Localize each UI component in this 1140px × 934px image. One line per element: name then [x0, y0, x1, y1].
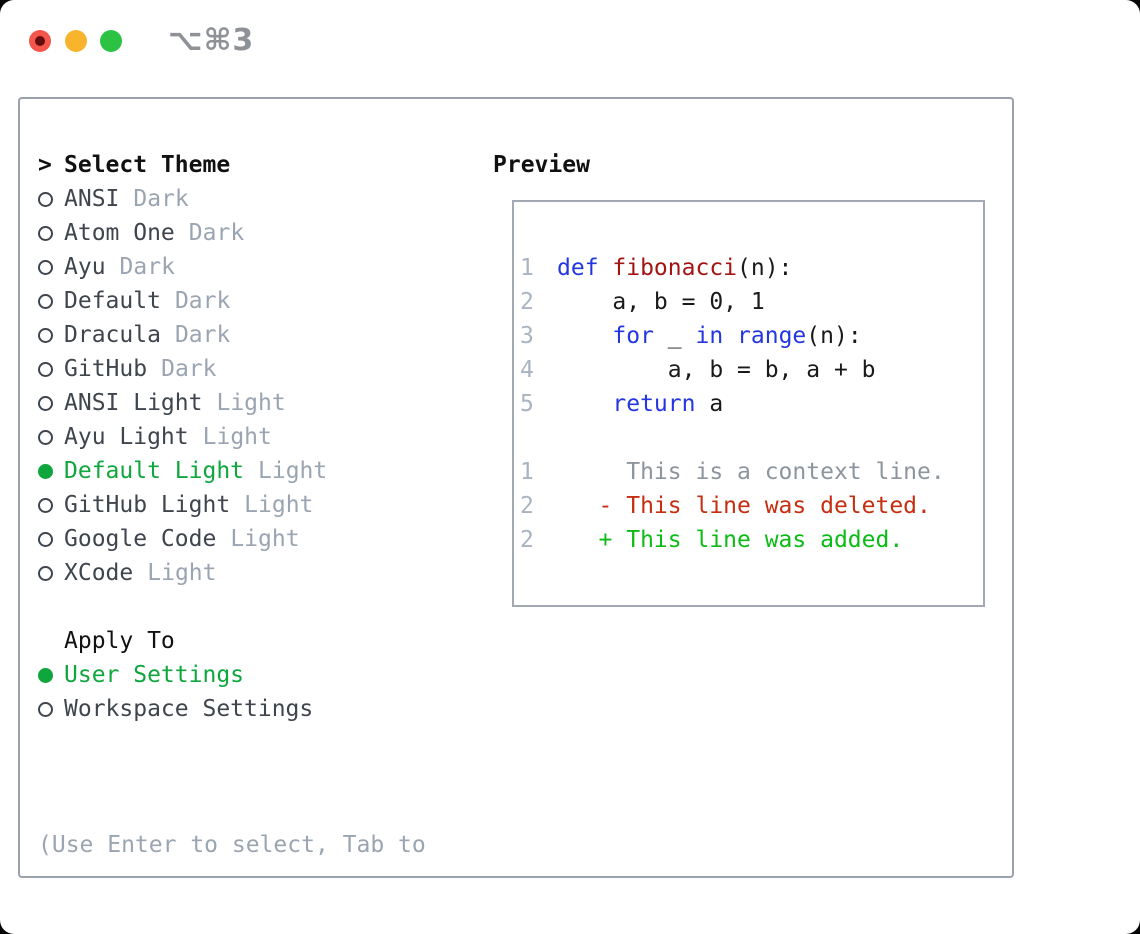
close-button[interactable]	[29, 30, 51, 52]
theme-option-label: Default Light	[64, 458, 245, 484]
line-number: 2	[520, 493, 534, 519]
code-line: 2 - This line was deleted.	[520, 489, 983, 523]
theme-option-label: GitHub Light	[64, 492, 231, 518]
code-text: for _ in range(n):	[612, 323, 862, 349]
theme-variant-tag: Dark	[174, 288, 231, 314]
code-text: a, b = b, a + b	[557, 357, 876, 383]
theme-variant-tag: Dark	[188, 220, 245, 246]
theme-option[interactable]: Ayu Light Light	[38, 420, 327, 454]
code-text: a, b = 0, 1	[557, 289, 765, 315]
theme-option-label: Dracula	[64, 322, 161, 348]
line-number: 1	[520, 255, 534, 281]
theme-variant-tag: Light	[147, 560, 217, 586]
theme-option-label: XCode	[64, 560, 134, 586]
theme-variant-tag: Light	[230, 526, 300, 552]
theme-option[interactable]: GitHub Dark	[38, 352, 327, 386]
line-number: 2	[520, 527, 534, 553]
theme-option-label: Atom One	[64, 220, 175, 246]
theme-list-title: Select Theme	[64, 152, 231, 178]
line-number: 2	[520, 289, 534, 315]
apply-to-header: Apply To	[38, 624, 313, 658]
line-number: 5	[520, 391, 534, 417]
radio-icon	[38, 531, 53, 547]
radio-icon	[38, 259, 53, 275]
code-line	[520, 421, 983, 455]
theme-variant-tag: Dark	[119, 254, 175, 280]
code-line: 1 def fibonacci(n):	[520, 251, 983, 285]
code-line: 4 a, b = b, a + b	[520, 353, 983, 387]
theme-option-label: GitHub	[64, 356, 148, 382]
titlebar: ⌥⌘3	[0, 0, 1140, 82]
radio-icon	[38, 361, 53, 377]
apply-to-title: Apply To	[64, 628, 175, 654]
theme-option[interactable]: Default Light Light	[38, 454, 327, 488]
code-line: 2 + This line was added.	[520, 523, 983, 557]
theme-variant-tag: Dark	[133, 186, 189, 212]
radio-selected-icon	[38, 667, 53, 683]
theme-option-label: Ayu Light	[64, 424, 189, 450]
code-line: 5 return a	[520, 387, 983, 421]
theme-variant-tag: Dark	[161, 356, 217, 382]
theme-variant-tag: Light	[244, 492, 314, 518]
theme-option[interactable]: ANSI Light Light	[38, 386, 327, 420]
radio-icon	[38, 225, 53, 241]
help-line-1: (Use Enter to select, Tab to	[38, 832, 426, 858]
radio-icon	[38, 395, 53, 411]
theme-option-label: Google Code	[64, 526, 217, 552]
theme-variant-tag: Light	[202, 424, 272, 450]
code-line: 1 This is a context line.	[520, 455, 983, 489]
code-text: return a	[612, 391, 724, 417]
maximize-button[interactable]	[100, 30, 122, 52]
radio-icon	[38, 429, 53, 445]
theme-option[interactable]: ANSI Dark	[38, 182, 327, 216]
code-text: - This line was deleted.	[557, 493, 931, 519]
window-shortcut-label: ⌥⌘3	[168, 23, 255, 58]
theme-variant-tag: Light	[216, 390, 286, 416]
code-line: 2 a, b = 0, 1	[520, 285, 983, 319]
theme-option[interactable]: Google Code Light	[38, 522, 327, 556]
minimize-button[interactable]	[65, 30, 87, 52]
radio-selected-icon	[38, 463, 53, 479]
theme-option[interactable]: Atom One Dark	[38, 216, 327, 250]
radio-icon	[38, 497, 53, 513]
prompt-icon: >	[38, 152, 52, 178]
apply-to-option[interactable]: User Settings	[38, 658, 313, 692]
radio-icon	[38, 191, 53, 207]
theme-list-header: > Select Theme	[38, 148, 327, 182]
theme-option[interactable]: XCode Light	[38, 556, 327, 590]
record-dot-icon	[35, 36, 45, 46]
help-text: (Use Enter to select, Tab to change focu…	[38, 760, 426, 934]
radio-icon	[38, 293, 53, 309]
line-number: 3	[520, 323, 534, 349]
theme-option-label: Default	[64, 288, 161, 314]
help-line-2: change focus)	[38, 930, 426, 934]
theme-variant-tag: Dark	[174, 322, 231, 348]
apply-to-option-label: Workspace Settings	[64, 696, 314, 722]
line-number: 4	[520, 357, 534, 383]
theme-option[interactable]: Ayu Dark	[38, 250, 327, 284]
theme-variant-tag: Light	[258, 458, 328, 484]
theme-option[interactable]: Dracula Dark	[38, 318, 327, 352]
theme-option[interactable]: GitHub Light Light	[38, 488, 327, 522]
theme-option-label: ANSI Light	[64, 390, 203, 416]
line-number: 1	[520, 459, 534, 485]
code-text: def fibonacci(n):	[557, 255, 793, 281]
theme-option[interactable]: Default Dark	[38, 284, 327, 318]
apply-to-option-label: User Settings	[64, 662, 245, 688]
theme-option-label: ANSI	[64, 186, 120, 212]
code-line: 3 for _ in range(n):	[520, 319, 983, 353]
apply-to-option[interactable]: Workspace Settings	[38, 692, 313, 726]
radio-icon	[38, 701, 53, 717]
preview-title: Preview	[493, 152, 590, 178]
theme-option-label: Ayu	[64, 254, 106, 280]
radio-icon	[38, 565, 53, 581]
radio-icon	[38, 327, 53, 343]
code-text: + This line was added.	[557, 527, 904, 553]
code-text: This is a context line.	[557, 459, 945, 485]
